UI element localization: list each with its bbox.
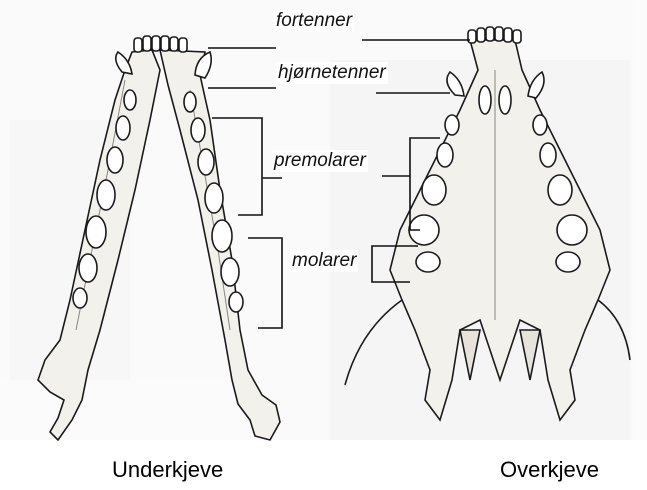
label-premolarer: premolarer (272, 150, 368, 172)
label-molarer: molarer (290, 250, 358, 272)
caption-overkjeve: Overkjeve (500, 457, 599, 483)
lower-incisors (134, 36, 187, 52)
label-fortenner: fortenner (274, 10, 354, 32)
caption-underkjeve: Underkjeve (112, 457, 223, 483)
label-hjornetenner: hjørnetenner (276, 62, 388, 84)
